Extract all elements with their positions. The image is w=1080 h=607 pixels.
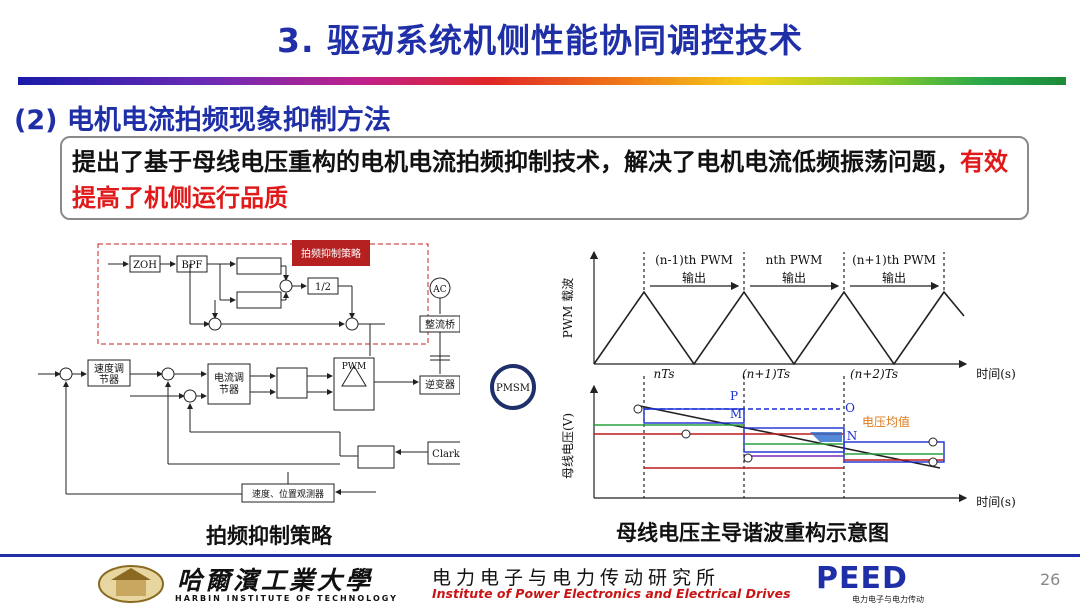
institute-name-en: Institute of Power Electronics and Elect… [432,586,791,601]
average-voltage-label: 电压均值 [862,414,910,429]
left-figure-caption: 拍频抑制策略 [206,524,332,548]
hit-name-en: HARBIN INSTITUTE OF TECHNOLOGY [175,594,398,603]
right-figure-caption: 母线电压主导谐波重构示意图 [616,521,889,545]
pmsm-motor: PMSM [490,364,536,410]
period-label-1: (n-1)th PWM [655,253,733,267]
point-o: O [845,401,855,415]
title-divider [18,77,1066,85]
point-m: M [730,407,742,421]
institute-name-cn: 电力电子与电力传动研究所 [432,567,721,589]
harmonic-reconstruction-diagram: (n-1)th PWM nth PWM (n+1)th PWM 输出 输出 输出… [561,250,1016,509]
rectifier-block: 整流桥 [425,318,455,331]
half-block: 1/2 [315,282,331,293]
inverter-block: 逆变器 [425,378,455,391]
period-label-2: nth PWM [766,253,823,267]
slide-title: 3. 驱动系统机侧性能协同调控技术 [277,21,803,60]
summary-highlight: 有效提高了机侧运行品质 [72,148,1008,212]
clark-block: Clark [432,449,460,460]
top-y-axis-label: PWM 载波 [561,278,575,339]
pwm-block: PWM [342,362,367,372]
period-sub-3: 输出 [882,270,906,285]
speed-reg-line2: 节器 [99,374,119,386]
peed-subtitle: 电力电子与电力传动 [852,595,924,604]
strategy-label: 拍频抑制策略 [301,247,361,260]
observer-block: 速度、位置观测器 [252,488,324,500]
summary-text: 提出了基于母线电压重构的电机电流拍频抑制技术，解决了电机电流低频振荡问题，有效提… [72,144,1022,216]
period-sub-2: 输出 [782,270,806,285]
section-subtitle: (2) 电机电流拍频现象抑制方法 [14,105,391,136]
footer-divider [0,554,1080,557]
current-reg-line2: 节器 [219,384,239,396]
pmsm-label: PMSM [496,383,530,394]
period-label-3: (n+1)th PWM [852,253,936,267]
zoh-block: ZOH [133,260,157,271]
bpf-block: BPF [181,260,202,271]
x-axis-label-bottom: 时间(s) [976,495,1016,509]
speed-reg-line1: 速度调 [94,362,124,375]
page-number: 26 [1040,570,1061,589]
strategy-label-box [292,240,370,266]
point-p: P [730,389,738,403]
tick-n: nTs [653,367,674,381]
bottom-y-axis-label: 母线电压(V) [561,413,575,479]
tick-n1: (n+1)Ts [742,367,790,381]
hit-name-cn: 哈爾濱工業大學 [177,566,374,595]
period-sub-1: 输出 [682,270,706,285]
x-axis-label-top: 时间(s) [976,367,1016,381]
summary-normal: 提出了基于母线电压重构的电机电流拍频抑制技术，解决了电机电流低频振荡问题， [72,148,960,176]
beat-suppression-block-diagram: 拍频抑制策略 ZOH BPF 1/2 速度调 节器 电流调 节器 PWM 整流桥… [38,240,460,503]
tick-n2: (n+2)Ts [850,367,898,381]
summary-callout: 提出了基于母线电压重构的电机电流拍频抑制技术，解决了电机电流低频振荡问题，有效提… [60,136,1029,220]
peed-logo: PEED [816,561,908,596]
point-n: N [847,429,858,443]
current-reg-line1: 电流调 [214,371,244,384]
hit-emblem-icon [98,565,164,603]
ac-source: AC [432,285,446,295]
